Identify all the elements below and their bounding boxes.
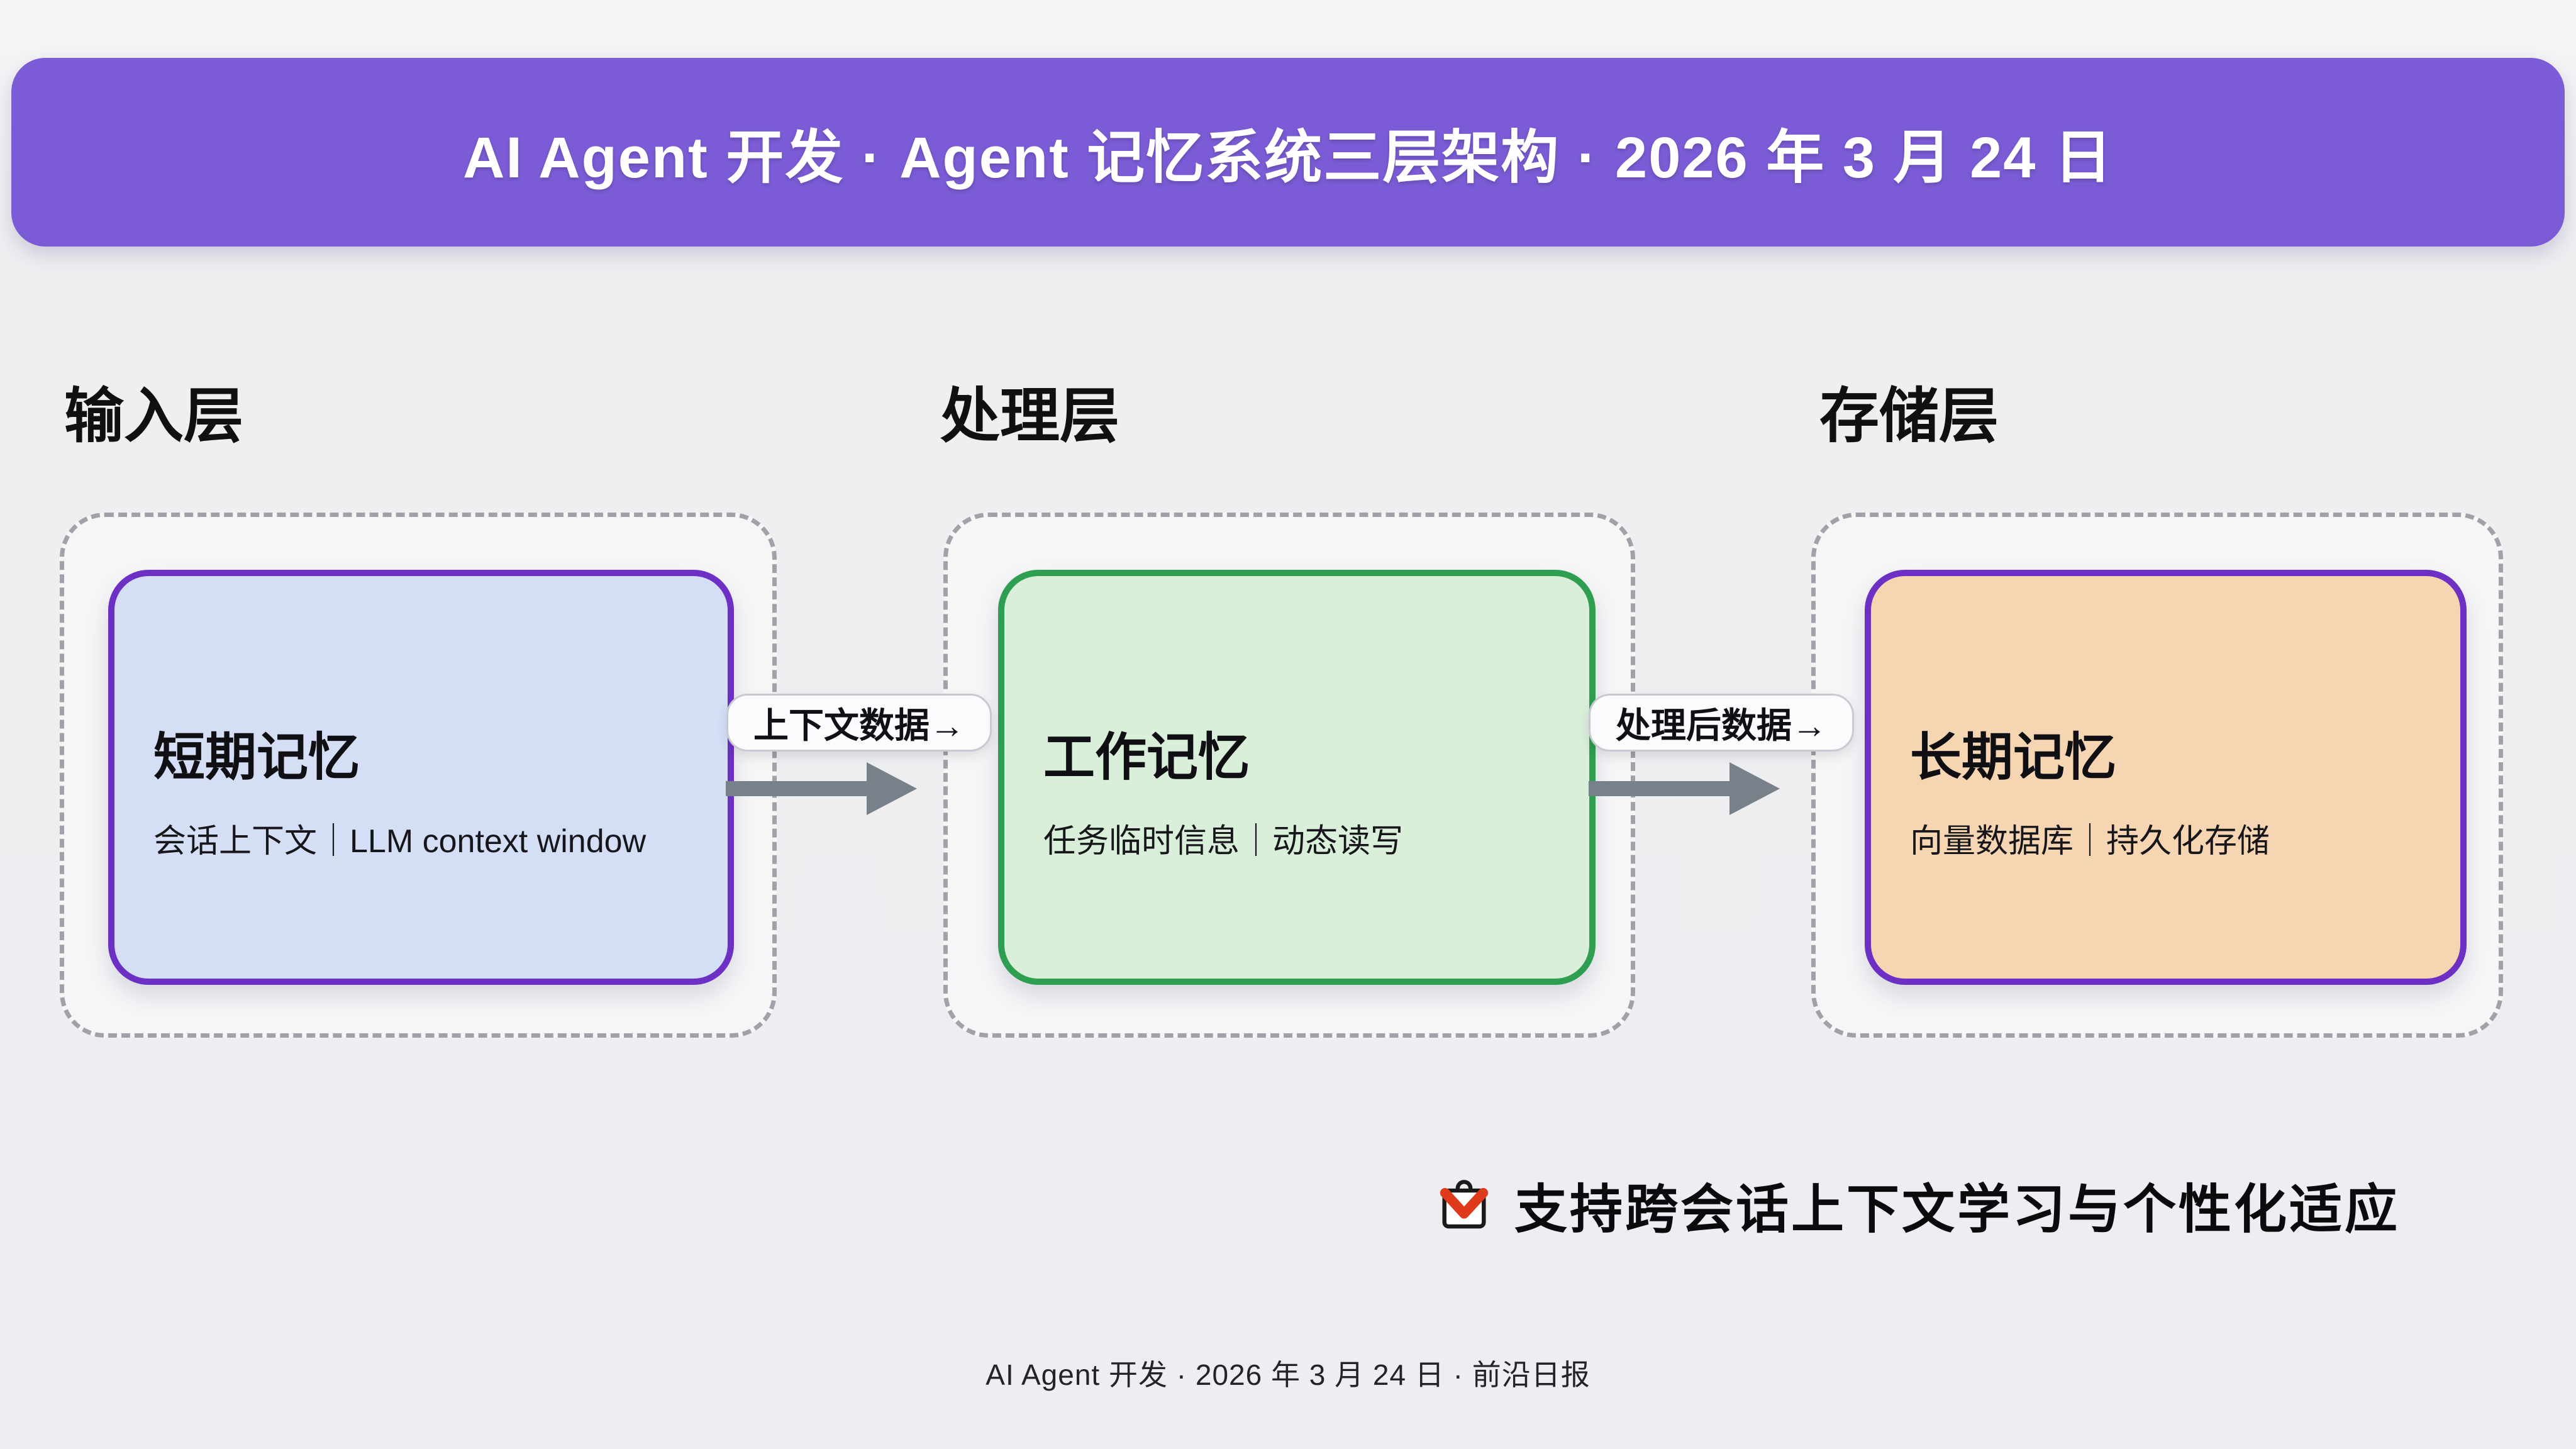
layer-group-input: 短期记忆 会话上下文｜LLM context window bbox=[60, 513, 777, 1038]
card-subtitle: 向量数据库｜持久化存储 bbox=[1910, 823, 2270, 860]
card-working-memory: 工作记忆 任务临时信息｜动态读写 bbox=[998, 570, 1596, 985]
flow-arrow-icon bbox=[1589, 762, 1780, 815]
card-subtitle: 任务临时信息｜动态读写 bbox=[1043, 823, 1404, 860]
layer-label-input: 输入层 bbox=[64, 383, 244, 450]
footer-caption: AI Agent 开发 · 2026 年 3 月 24 日 · 前沿日报 bbox=[985, 1358, 1591, 1391]
mail-check-icon bbox=[1440, 1179, 1489, 1228]
card-title: 工作记忆 bbox=[1043, 729, 1250, 786]
card-long-term-memory: 长期记忆 向量数据库｜持久化存储 bbox=[1865, 570, 2467, 985]
layer-label-processing: 处理层 bbox=[940, 383, 1120, 450]
card-title: 短期记忆 bbox=[153, 729, 360, 786]
page-title: AI Agent 开发 · Agent 记忆系统三层架构 · 2026 年 3 … bbox=[462, 125, 2114, 190]
card-title: 长期记忆 bbox=[1910, 729, 2117, 786]
title-banner: AI Agent 开发 · Agent 记忆系统三层架构 · 2026 年 3 … bbox=[11, 58, 2565, 247]
card-subtitle: 会话上下文｜LLM context window bbox=[153, 823, 647, 860]
layer-label-storage: 存储层 bbox=[1819, 383, 1999, 450]
capability-note-text: 支持跨会话上下文学习与个性化适应 bbox=[1514, 1180, 2401, 1239]
capability-note: 支持跨会话上下文学习与个性化适应 bbox=[1435, 1167, 2400, 1243]
card-short-term-memory: 短期记忆 会话上下文｜LLM context window bbox=[108, 570, 734, 985]
flow-arrow-icon bbox=[726, 762, 917, 815]
flow-label-context-data: 上下文数据→ bbox=[726, 694, 992, 752]
layer-group-processing: 工作记忆 任务临时信息｜动态读写 bbox=[943, 513, 1635, 1038]
layer-group-storage: 长期记忆 向量数据库｜持久化存储 bbox=[1811, 513, 2503, 1038]
flow-label-processed-data: 处理后数据→ bbox=[1589, 694, 1854, 752]
